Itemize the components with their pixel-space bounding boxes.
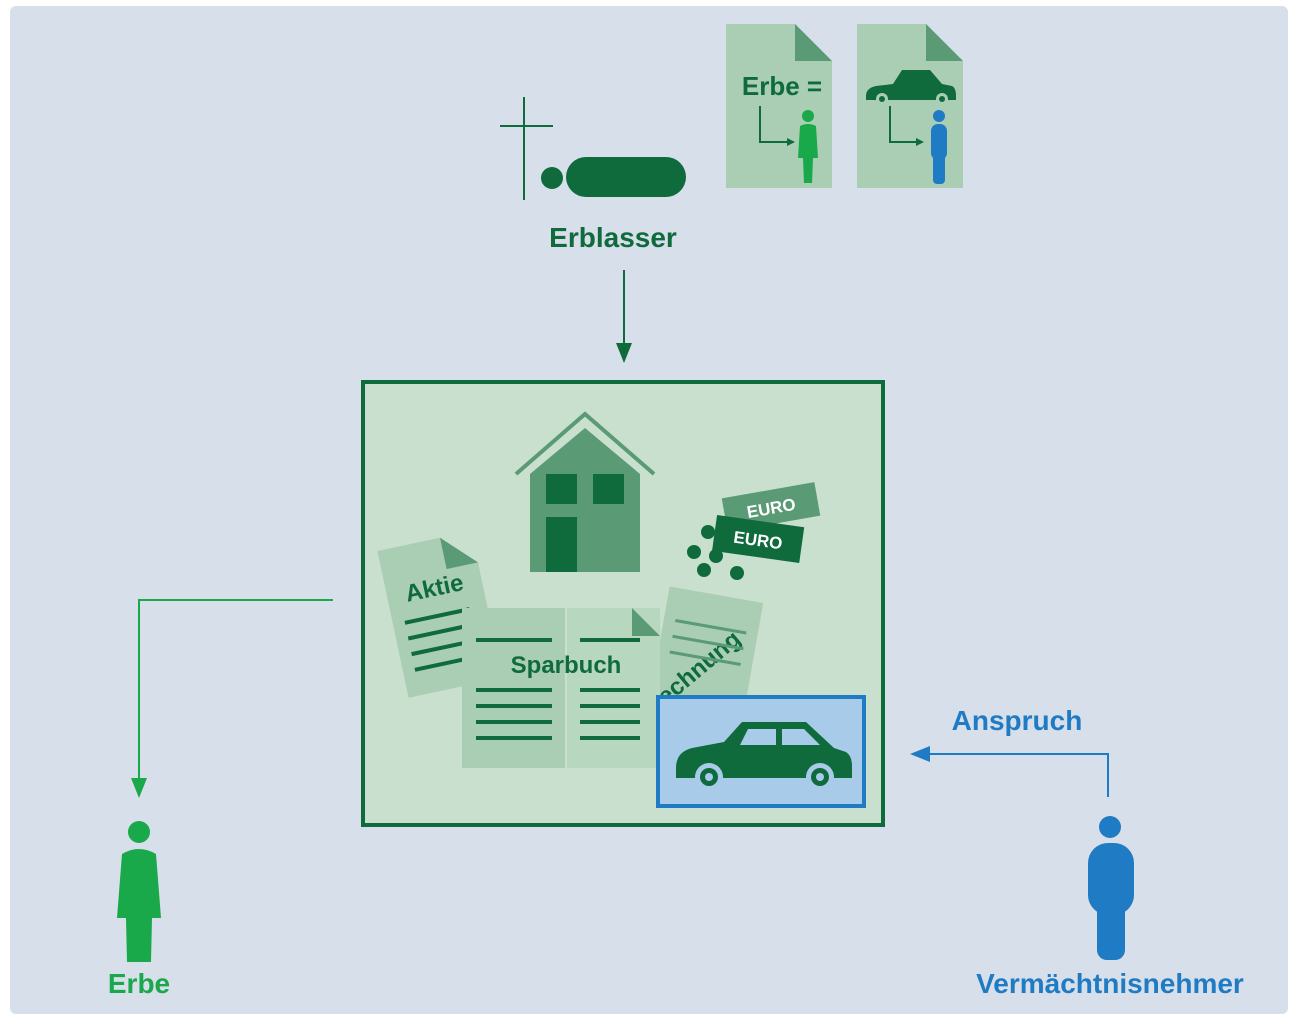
arrow-to-heir xyxy=(131,599,333,798)
erblasser-label: Erblasser xyxy=(549,222,677,253)
will-text: Erbe = xyxy=(742,71,822,101)
legatee-mini-icon xyxy=(931,110,947,184)
coins-icon xyxy=(687,525,744,580)
will-document-heir: Erbe = xyxy=(726,24,832,188)
will-document-car xyxy=(857,24,963,188)
legatee-person-icon xyxy=(1088,816,1134,960)
money-icon: EURO EURO xyxy=(687,482,821,580)
house-icon xyxy=(514,411,656,572)
heir-mini-icon xyxy=(798,110,818,183)
heir-person-icon xyxy=(117,821,161,962)
cross-icon xyxy=(500,97,553,200)
car-icon xyxy=(676,722,852,791)
anspruch-arrow xyxy=(910,746,1109,797)
erbe-label: Erbe xyxy=(108,968,170,999)
arrow-to-estate xyxy=(616,270,632,363)
sparbuch-booklet: Sparbuch xyxy=(462,608,660,768)
anspruch-label: Anspruch xyxy=(952,705,1083,736)
sparbuch-label: Sparbuch xyxy=(511,652,622,679)
car-mini-icon xyxy=(866,70,956,105)
deceased-person-icon xyxy=(541,157,686,197)
car-legacy-box xyxy=(656,695,866,808)
vermaechtnisnehmer-label: Vermächtnisnehmer xyxy=(976,968,1244,999)
